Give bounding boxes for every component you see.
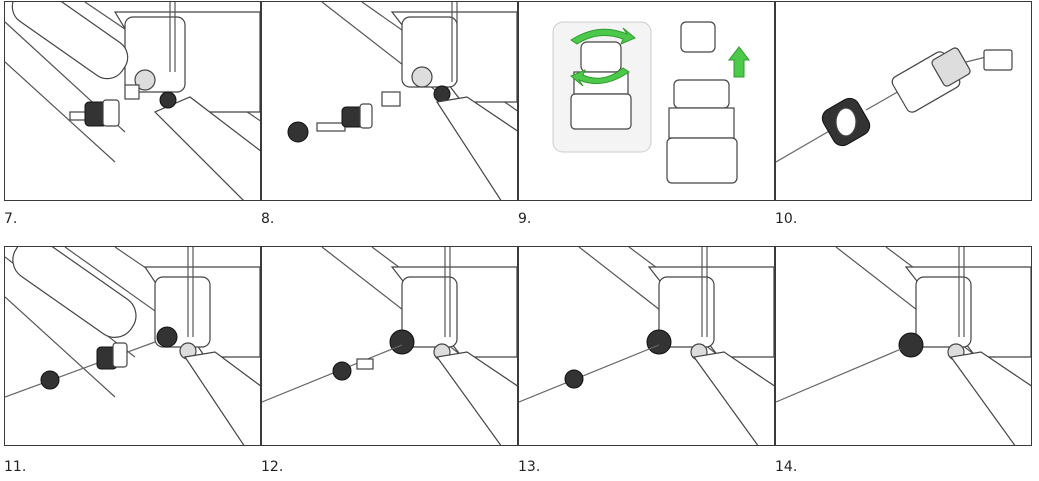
step-10-panel [775, 1, 1032, 201]
step-7-illustration [5, 2, 260, 200]
step-14-panel [775, 246, 1032, 446]
step-11-label: 11. [4, 459, 27, 475]
step-8-panel [261, 1, 518, 201]
step-9-label: 9. [518, 211, 532, 227]
step-13-illustration [519, 247, 774, 445]
step-8-illustration [287, 2, 517, 200]
step-13-panel [518, 246, 775, 446]
step-11-panel [4, 246, 261, 446]
step-10-label: 10. [775, 211, 798, 227]
step-14-illustration [776, 247, 1031, 445]
step-7-panel [4, 1, 261, 201]
step-13-label: 13. [518, 459, 541, 475]
step-8-label: 8. [261, 211, 275, 227]
step-12-illustration [262, 247, 517, 445]
step-10-illustration [776, 47, 1013, 163]
step-12-label: 12. [261, 459, 284, 475]
step-9-illustration [552, 21, 751, 184]
step-7-label: 7. [4, 211, 18, 227]
step-14-label: 14. [775, 459, 798, 475]
step-12-panel [261, 246, 518, 446]
step-11-illustration [5, 247, 260, 445]
step-9-panel [518, 1, 775, 201]
